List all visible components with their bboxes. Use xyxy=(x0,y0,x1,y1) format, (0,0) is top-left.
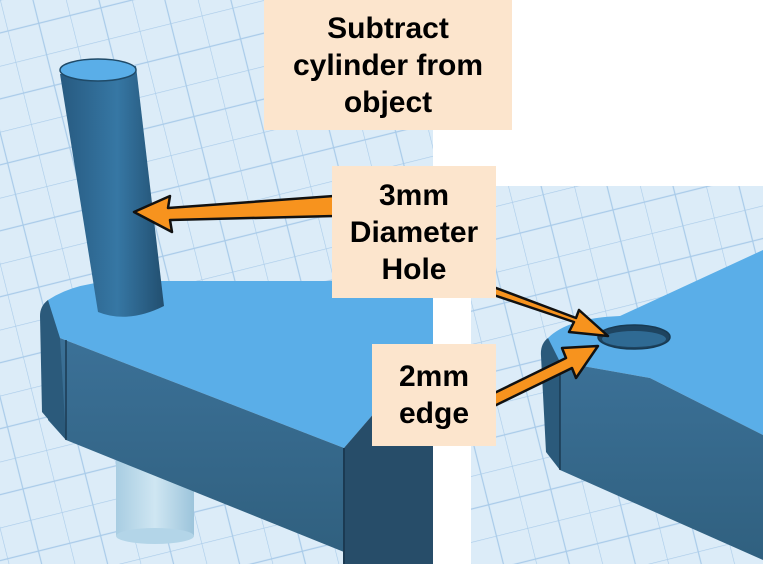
right-cube-front-face xyxy=(548,344,763,560)
subtract-cylinder-label: Subtract cylinder from object xyxy=(264,0,512,130)
subtract-cylinder xyxy=(59,58,164,317)
hole-label-line3: Hole xyxy=(381,252,447,286)
arrow-to-cylinder xyxy=(132,194,336,234)
hole-diameter-label: 3mm Diameter Hole xyxy=(332,166,496,298)
cube-front-face xyxy=(48,322,344,552)
edge-label-line2: edge xyxy=(398,397,470,430)
subtract-label-line3: object xyxy=(343,85,433,119)
edge-label: 2mm edge xyxy=(372,344,496,446)
cube-top-face xyxy=(40,280,434,448)
hole-label-line1: 3mm xyxy=(378,178,450,212)
edge-label-line1: 2mm xyxy=(398,360,470,393)
top-right-blank xyxy=(512,0,763,186)
right-panel xyxy=(471,186,763,564)
arrow-to-edge xyxy=(478,344,600,412)
subtract-label-line2: cylinder from xyxy=(292,48,484,82)
subtract-label-line1: Subtract xyxy=(327,11,449,45)
cube-rounded-edge xyxy=(40,300,66,440)
hole-label-line2: Diameter xyxy=(349,215,479,249)
